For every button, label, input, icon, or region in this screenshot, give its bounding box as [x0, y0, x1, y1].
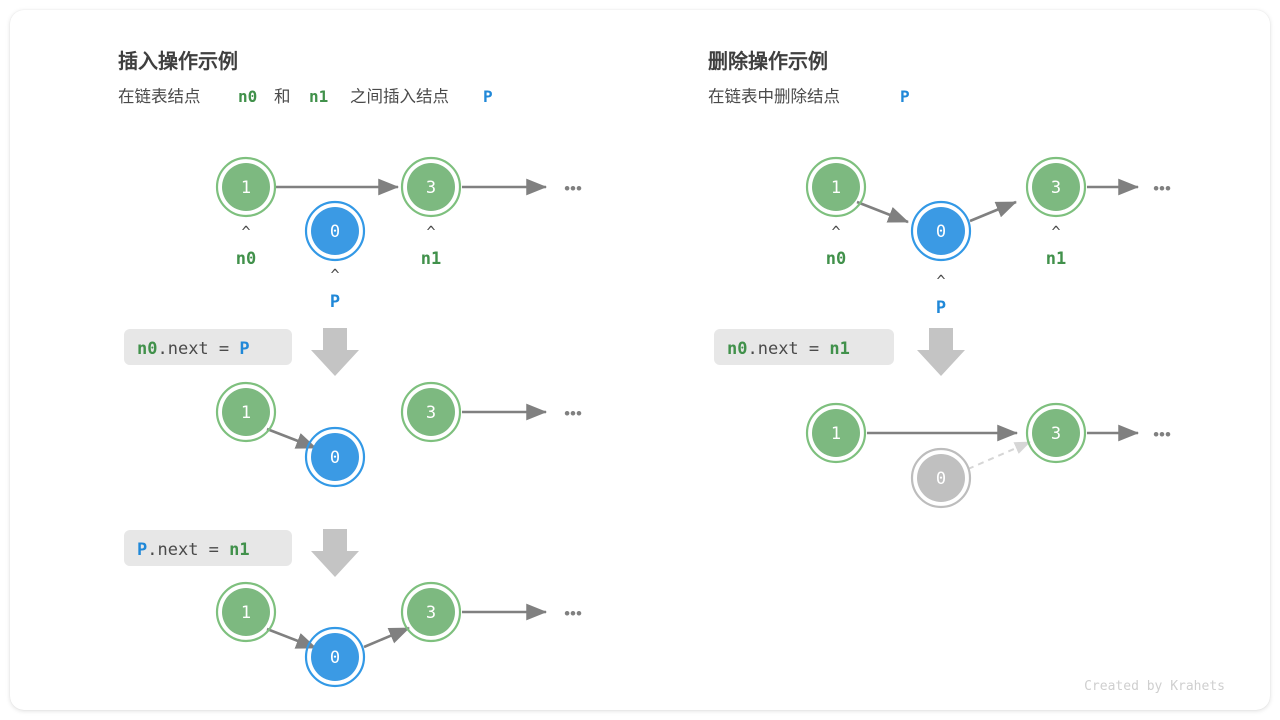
- caret-p: ^: [936, 272, 945, 290]
- code-token-green-2: n1: [829, 339, 849, 359]
- node-value: 0: [330, 222, 340, 242]
- node-value: 3: [1051, 424, 1061, 444]
- label-n1: n1: [421, 249, 441, 269]
- node-value: 0: [936, 222, 946, 242]
- subtitle-code-p: P: [900, 87, 910, 106]
- ellipsis: •••: [564, 404, 582, 423]
- code-label-n0-next-p: n0.next = P: [137, 339, 250, 359]
- caret-n0: ^: [241, 223, 250, 241]
- node-value: 1: [241, 178, 251, 198]
- left-panel-title: 插入操作示例: [118, 49, 238, 73]
- ellipsis: •••: [1153, 425, 1171, 444]
- node-n1: 3: [400, 156, 462, 218]
- label-p: P: [936, 298, 946, 318]
- node-value: 1: [831, 424, 841, 444]
- code-token-blue: P: [137, 540, 147, 560]
- node-deleted: 0: [910, 447, 972, 509]
- label-n0: n0: [236, 249, 256, 269]
- code-box-background: [714, 329, 894, 365]
- node-value: 1: [241, 403, 251, 423]
- code-token-plain: .next =: [157, 339, 239, 359]
- left-step-3: P.next = n1 1 0 3 •: [124, 529, 582, 688]
- node-n1: 3: [1025, 156, 1087, 218]
- code-token-green: n1: [229, 540, 249, 560]
- node-n0: 1: [805, 402, 867, 464]
- arrow-p-to-n1: [969, 200, 1017, 223]
- code-box-background: [124, 530, 292, 566]
- label-p: P: [330, 292, 340, 312]
- code-token-plain: .next =: [147, 540, 229, 560]
- ellipsis: •••: [564, 604, 582, 623]
- label-n0: n0: [826, 249, 846, 269]
- subtitle-text-2: 和: [274, 87, 291, 106]
- down-arrow-2: [311, 529, 359, 577]
- node-value: 1: [831, 178, 841, 198]
- down-arrow-1: [311, 328, 359, 376]
- node-n0: 1: [215, 581, 277, 643]
- subtitle-text-1: 在链表中删除结点: [708, 87, 840, 106]
- node-p: 0: [304, 200, 366, 262]
- left-step-2: n0.next = P 1 0 3 •••: [124, 328, 582, 488]
- node-p: 0: [910, 200, 972, 262]
- credit-text: Created by Krahets: [1084, 679, 1225, 694]
- left-step-1: 1 ^ n0 0 ^ P 3 ^ n1 •••: [215, 156, 582, 312]
- ellipsis: •••: [1153, 179, 1171, 198]
- node-value: 1: [241, 603, 251, 623]
- node-n1: 3: [1025, 402, 1087, 464]
- right-step-2: n0.next = n1 1 0 3: [714, 328, 1171, 509]
- caret-n1: ^: [426, 223, 435, 241]
- caret-n1: ^: [1051, 223, 1060, 241]
- label-n1: n1: [1046, 249, 1066, 269]
- diagram-card: 插入操作示例 在链表结点 n0 和 n1 之间插入结点 P 1 ^ n0: [10, 10, 1270, 710]
- arrow-n0-to-p: [856, 200, 909, 224]
- code-token-green-1: n0: [727, 339, 747, 359]
- down-arrow-1: [917, 328, 965, 376]
- node-n0: 1: [805, 156, 867, 218]
- code-label-p-next-n1: P.next = n1: [137, 540, 250, 560]
- subtitle-code-n0: n0: [238, 87, 257, 106]
- arrow-p-to-n1: [363, 626, 410, 649]
- node-n0: 1: [215, 381, 277, 443]
- right-panel-title: 删除操作示例: [708, 49, 828, 73]
- code-token-blue: P: [239, 339, 249, 359]
- subtitle-code-n1: n1: [309, 87, 328, 106]
- subtitle-code-p: P: [483, 87, 493, 106]
- node-value: 3: [426, 178, 436, 198]
- caret-n0: ^: [831, 223, 840, 241]
- node-value: 3: [426, 403, 436, 423]
- subtitle-text-3: 之间插入结点: [350, 87, 449, 106]
- left-panel: 插入操作示例 在链表结点 n0 和 n1 之间插入结点 P 1 ^ n0: [118, 49, 582, 688]
- node-n0: 1: [215, 156, 277, 218]
- node-p: 0: [304, 426, 366, 488]
- right-panel: 删除操作示例 在链表中删除结点 P 1 ^ n0 0 ^ P: [708, 49, 1171, 509]
- node-value: 0: [936, 469, 946, 489]
- ellipsis: •••: [564, 179, 582, 198]
- left-panel-subtitle: 在链表结点 n0 和 n1 之间插入结点 P: [118, 87, 493, 106]
- node-value: 3: [1051, 178, 1061, 198]
- right-panel-subtitle: 在链表中删除结点 P: [708, 87, 910, 106]
- arrow-deleted-node-to-n1: [967, 441, 1031, 470]
- code-label-n0-next-n1: n0.next = n1: [727, 339, 850, 359]
- node-value: 3: [426, 603, 436, 623]
- subtitle-text-1: 在链表结点: [118, 87, 201, 106]
- node-value: 0: [330, 448, 340, 468]
- node-p: 0: [304, 626, 366, 688]
- node-n1: 3: [400, 581, 462, 643]
- code-token-green: n0: [137, 339, 157, 359]
- code-box-background: [124, 329, 292, 365]
- code-token-plain: .next =: [747, 339, 829, 359]
- caret-p: ^: [330, 266, 339, 284]
- right-step-1: 1 ^ n0 0 ^ P 3 ^ n1 •••: [805, 156, 1171, 318]
- node-value: 0: [330, 648, 340, 668]
- linked-list-diagram: 插入操作示例 在链表结点 n0 和 n1 之间插入结点 P 1 ^ n0: [118, 49, 1225, 694]
- node-n1: 3: [400, 381, 462, 443]
